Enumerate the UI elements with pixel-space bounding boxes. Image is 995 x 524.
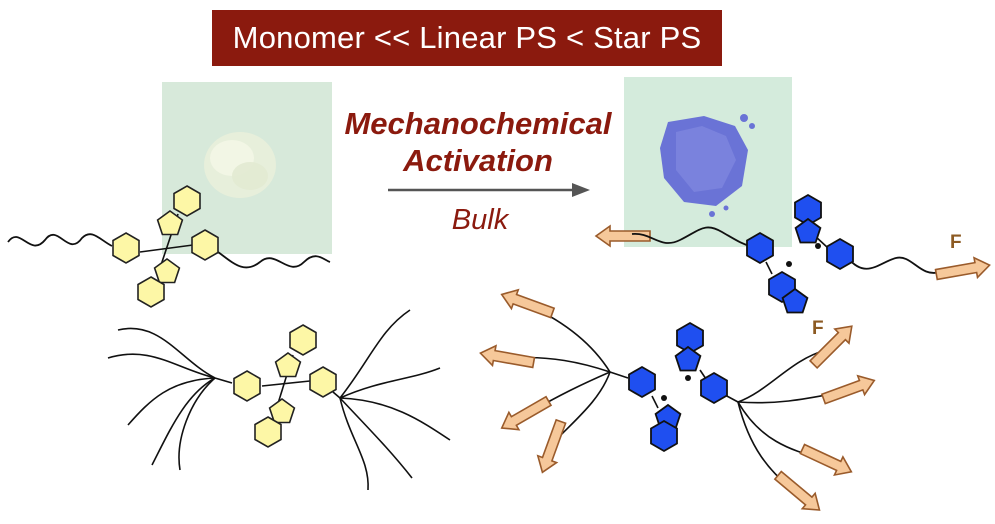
radical-dot-icon [685, 375, 691, 381]
yellow-pentagon-icon [156, 210, 184, 236]
force-arrow-icon [532, 417, 572, 477]
yellow-hexagon-icon [137, 276, 165, 308]
yellow-hexagon-icon [254, 416, 282, 448]
force-arrow-icon [770, 466, 827, 519]
radical-dot-icon [815, 243, 821, 249]
radical-dot-icon [786, 261, 792, 267]
yellow-hexagon-icon [289, 324, 317, 356]
force-label: F [812, 318, 824, 339]
activation-label: Activation [403, 143, 553, 178]
force-arrow-icon [477, 342, 537, 374]
yellow-pentagon-icon [274, 352, 302, 378]
star-ps-activated [477, 284, 879, 519]
linear-ps-unactivated [7, 185, 331, 308]
linear-ps-activated [595, 194, 993, 314]
star-ps-unactivated [107, 309, 451, 491]
white-powder [204, 132, 276, 198]
blue-pentagon-icon [674, 346, 702, 372]
force-arrow-icon [495, 391, 555, 438]
force-arrow-icon [797, 439, 857, 482]
title-banner: Monomer << Linear PS < Star PS [212, 10, 722, 66]
force-label: F [950, 232, 962, 253]
yellow-pentagon-icon [153, 258, 181, 284]
yellow-pentagon-icon [268, 398, 296, 424]
blue-powder [660, 114, 755, 217]
blue-hexagon-icon [826, 238, 854, 270]
reaction-arrow [388, 183, 590, 197]
blue-hexagon-icon [650, 420, 678, 452]
force-arrow-icon [595, 225, 651, 247]
yellow-hexagon-icon [173, 185, 201, 217]
radical-dot-icon [661, 395, 667, 401]
bulk-condition-label: Bulk [451, 204, 509, 236]
yellow-hexagon-icon [233, 370, 261, 402]
yellow-hexagon-icon [112, 232, 140, 264]
mechanochemical-label: Mechanochemical [344, 106, 612, 141]
blue-pentagon-icon [794, 218, 822, 244]
blue-hexagon-icon [746, 232, 774, 264]
blue-hexagon-icon [700, 372, 728, 404]
yellow-hexagon-icon [191, 229, 219, 261]
force-arrow-icon [933, 254, 993, 286]
yellow-hexagon-icon [309, 366, 337, 398]
banner-text: Monomer << Linear PS < Star PS [232, 20, 702, 55]
force-arrow-icon [497, 284, 557, 324]
blue-hexagon-icon [628, 366, 656, 398]
force-arrow-icon [819, 370, 879, 410]
